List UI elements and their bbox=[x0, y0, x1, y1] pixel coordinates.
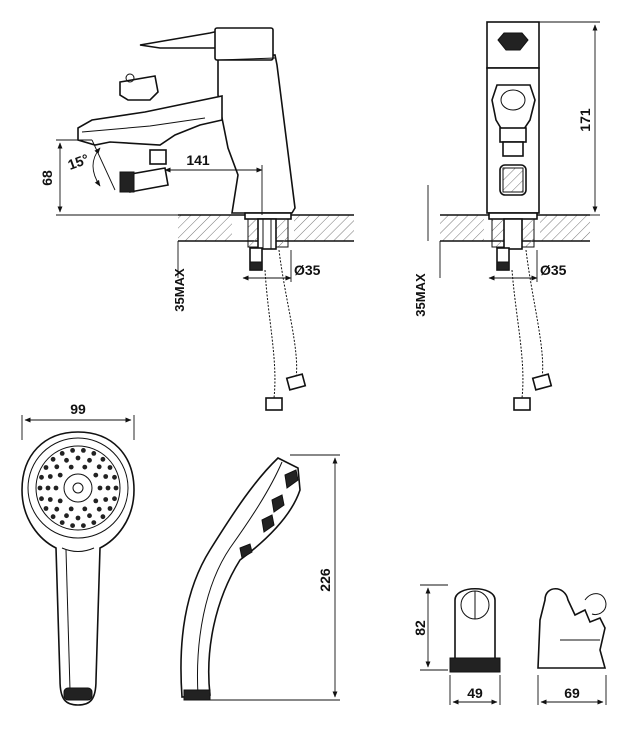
faucet-body bbox=[217, 54, 296, 214]
nozzle-hole bbox=[50, 514, 56, 520]
nozzle-hole bbox=[96, 464, 102, 470]
nozzle-hole bbox=[75, 515, 81, 521]
dim-82-label: 82 bbox=[412, 620, 428, 636]
hose-right-side bbox=[278, 249, 298, 379]
nozzle-hole bbox=[100, 456, 106, 462]
nozzle-hole bbox=[39, 496, 44, 502]
holder-front-body bbox=[454, 588, 496, 661]
countertop-hatch-left bbox=[178, 215, 232, 241]
dia-35-left-label: Ø35 bbox=[294, 262, 321, 278]
dim-226-label: 226 bbox=[317, 568, 333, 592]
bath-spout bbox=[77, 95, 223, 146]
nozzle-hole bbox=[87, 457, 92, 463]
nozzle-hole bbox=[113, 485, 119, 491]
nozzle-hole bbox=[57, 498, 63, 504]
nozzle-hole bbox=[81, 448, 86, 453]
nozzle-hole bbox=[70, 448, 75, 453]
nozzle-hole bbox=[39, 474, 44, 480]
nozzle-hole bbox=[54, 506, 60, 512]
nozzle-hole bbox=[68, 506, 74, 512]
dim-171-label: 171 bbox=[577, 108, 593, 132]
countertop-hatch-right bbox=[294, 215, 354, 241]
holder-front-base bbox=[449, 657, 501, 673]
nozzle-hole bbox=[68, 464, 74, 470]
nozzle-hole bbox=[87, 513, 92, 519]
holder-side: 69 bbox=[537, 587, 607, 705]
dia-35-right-label: Ø35 bbox=[540, 262, 567, 278]
nozzle-hole bbox=[57, 472, 63, 478]
hand-shower-front: 99 bbox=[21, 401, 135, 706]
hose-nut-right bbox=[285, 373, 307, 391]
nozzle-hole bbox=[96, 506, 102, 512]
nozzle-hole bbox=[45, 485, 51, 491]
dim-69-label: 69 bbox=[564, 685, 580, 701]
nozzle-hole bbox=[103, 474, 109, 479]
holder-side-body bbox=[537, 587, 607, 669]
nozzle-hole bbox=[81, 523, 86, 528]
side-thread bbox=[183, 689, 211, 701]
nozzle-hole bbox=[105, 485, 111, 491]
nozzle-hole bbox=[59, 520, 65, 525]
nozzle-hole bbox=[93, 498, 99, 504]
holder-front: 82 49 bbox=[412, 584, 501, 705]
nozzle-hole bbox=[37, 485, 43, 491]
hose-left-side bbox=[264, 269, 276, 399]
nozzle-hole bbox=[64, 513, 69, 519]
nozzle-hole bbox=[43, 506, 49, 511]
hand-shower-side: 226 bbox=[180, 454, 340, 701]
hose-front-a bbox=[511, 269, 524, 399]
nozzle-hole bbox=[103, 497, 109, 502]
thread-fitting bbox=[119, 171, 135, 193]
shower-side-outline bbox=[180, 457, 301, 698]
nozzle-hole bbox=[82, 506, 88, 512]
nozzle-hole bbox=[107, 465, 113, 470]
dim-141-label: 141 bbox=[186, 152, 210, 168]
lever-cap bbox=[214, 27, 274, 61]
nozzle-hole bbox=[59, 451, 65, 456]
nozzle-hole bbox=[54, 464, 60, 470]
faucet-side-view: 68 15° 141 Ø35 35MAX bbox=[39, 27, 354, 411]
nozzle-hole bbox=[70, 523, 75, 528]
nozzle-hole bbox=[91, 520, 97, 525]
nozzle-hole bbox=[107, 506, 113, 511]
nozzle-hole bbox=[82, 464, 88, 470]
faucet-front-view: 171 Ø35 35MAX bbox=[413, 21, 600, 411]
nozzle-hole bbox=[112, 496, 117, 502]
nozzle-hole bbox=[64, 457, 69, 463]
hose-nut-left bbox=[265, 397, 283, 411]
nozzle-hole bbox=[43, 465, 49, 470]
nozzle-hole bbox=[53, 485, 59, 491]
diverter-knob bbox=[119, 75, 159, 101]
nozzle-hole bbox=[47, 474, 53, 479]
max-35-right-label: 35MAX bbox=[413, 273, 428, 317]
nozzle-hole bbox=[47, 497, 53, 502]
nozzle-holes bbox=[37, 448, 119, 528]
connector-block bbox=[149, 149, 167, 165]
nozzle-hole bbox=[100, 514, 106, 520]
nozzle-hole bbox=[93, 472, 99, 478]
dim-99-label: 99 bbox=[70, 401, 86, 417]
nozzle-hole bbox=[97, 485, 103, 491]
nozzle-hole bbox=[75, 455, 81, 461]
nozzle-hole bbox=[50, 456, 56, 462]
max-35-left-label: 35MAX bbox=[172, 268, 187, 312]
dim-49-label: 49 bbox=[467, 685, 483, 701]
front-logo-mark bbox=[497, 32, 529, 51]
shower-thread bbox=[63, 687, 93, 701]
angle-15-label: 15° bbox=[66, 151, 91, 173]
dim-68-label: 68 bbox=[39, 170, 55, 186]
nozzle-hole bbox=[112, 474, 117, 480]
nozzle-hole bbox=[91, 451, 97, 456]
